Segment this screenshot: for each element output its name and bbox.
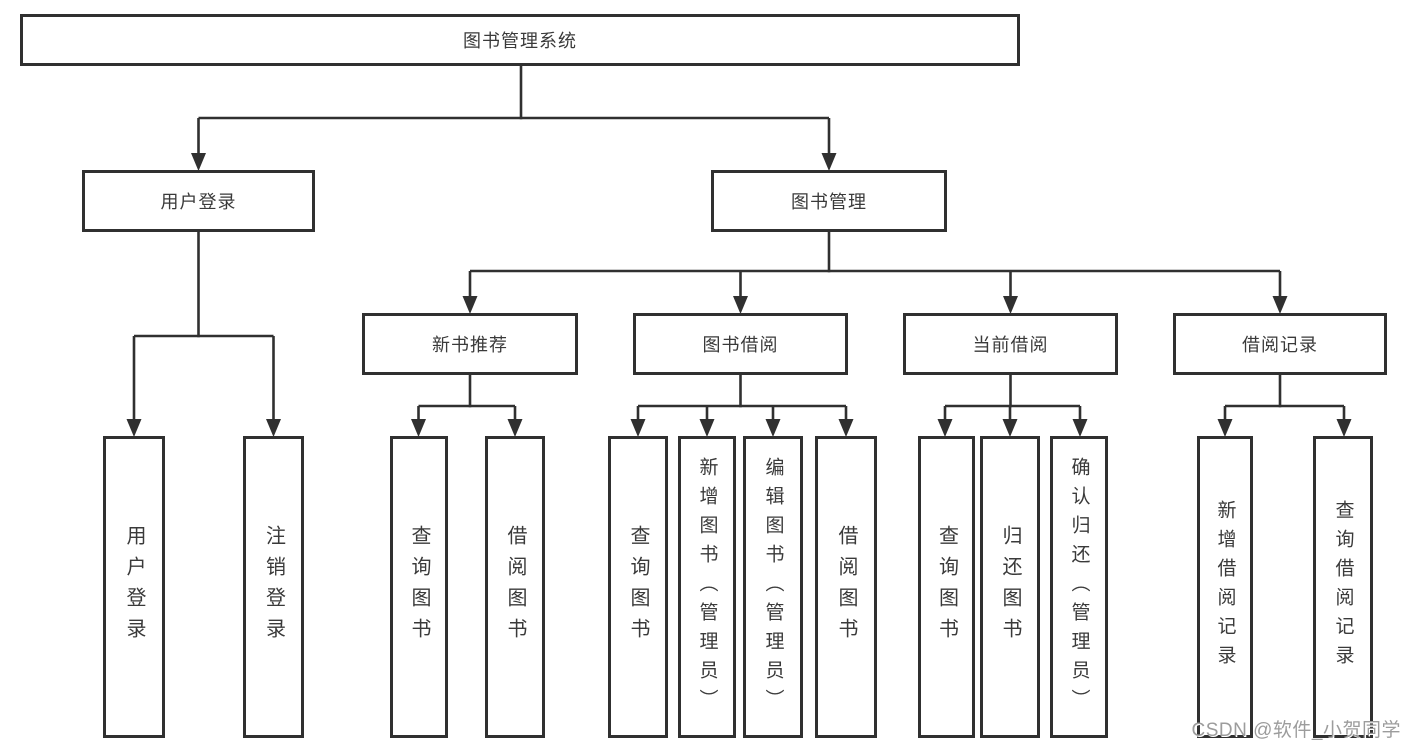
node-root: 图书管理系统 [20, 14, 1020, 66]
leaf-user-login: 用户登录 [103, 436, 165, 738]
node-new-book-recommend: 新书推荐 [362, 313, 578, 375]
node-book-management: 图书管理 [711, 170, 947, 232]
node-book-borrowing-label: 图书借阅 [702, 335, 779, 355]
node-new-book-recommend-label: 新书推荐 [432, 335, 508, 355]
node-book-borrowing: 图书借阅 [633, 313, 848, 375]
leaf-borrow-books-recommend: 借阅图书 [485, 436, 545, 738]
leaf-logout: 注销登录 [243, 436, 304, 738]
node-root-label: 图书管理系统 [463, 31, 577, 51]
node-book-management-label: 图书管理 [791, 192, 867, 212]
leaf-query-books-recommend: 查询图书 [390, 436, 448, 738]
node-current-borrowing-label: 当前借阅 [972, 335, 1049, 355]
node-current-borrowing: 当前借阅 [903, 313, 1118, 375]
leaf-borrow-books: 借阅图书 [815, 436, 877, 738]
leaf-query-books-current: 查询图书 [918, 436, 975, 738]
csdn-watermark: CSDN @软件_小贺同学 [1191, 720, 1401, 741]
leaf-return-books: 归还图书 [980, 436, 1040, 738]
leaf-add-books-admin: 新增图书（管理员） [678, 436, 736, 738]
node-user-login: 用户登录 [82, 170, 315, 232]
leaf-query-borrow-record: 查询借阅记录 [1313, 436, 1373, 738]
leaf-add-borrow-record: 新增借阅记录 [1197, 436, 1253, 738]
leaf-confirm-return-admin: 确认归还（管理员） [1050, 436, 1108, 738]
leaf-query-books-borrow: 查询图书 [608, 436, 668, 738]
leaf-edit-books-admin: 编辑图书（管理员） [743, 436, 803, 738]
node-borrowing-records: 借阅记录 [1173, 313, 1387, 375]
node-borrowing-records-label: 借阅记录 [1242, 335, 1318, 355]
node-user-login-label: 用户登录 [160, 192, 237, 212]
